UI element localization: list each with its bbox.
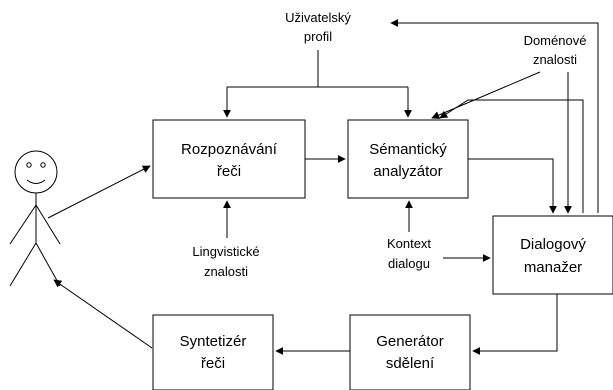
semantic-analyzer-box [347, 119, 469, 199]
arrow-manager-to-generator [472, 294, 558, 355]
arrow-analyzer-to-manager [468, 158, 557, 214]
user-profile-label-2: profil [304, 29, 332, 44]
domain-knowledge-label-2: znalosti [533, 52, 577, 67]
semantic-analyzer-label-2: analyzátor [373, 163, 442, 180]
user-profile-label: Uživatelský [285, 10, 351, 25]
message-generator-label: Generátor [376, 333, 444, 350]
arrow-domain-to-analyzer [431, 71, 541, 119]
dialogue-manager-label: Dialogový [520, 236, 586, 253]
speech-synthesizer-label: Syntetizér [180, 333, 247, 350]
semantic-analyzer-label: Sémantický [369, 141, 447, 158]
speech-recognition-label: Rozpoznávání [181, 141, 278, 158]
user-right-arm [35, 204, 61, 245]
arrow-manager-to-profile [390, 19, 599, 213]
arrow-manager-to-analyzer-context [439, 99, 584, 213]
dialogue-context-label-2: dialogu [388, 256, 430, 271]
speech-recognition-label-2: řeči [217, 163, 241, 180]
linguistic-knowledge-label: Lingvistické [192, 244, 259, 259]
dialogue-manager-box [492, 215, 613, 295]
dialogue-manager-label-2: manažer [524, 259, 582, 276]
user-stick-figure-icon [9, 150, 61, 287]
user-smile [26, 179, 46, 184]
user-head [14, 150, 58, 194]
message-generator-label-2: sdělení [386, 355, 435, 372]
arrow-synthesizer-to-user [53, 279, 153, 349]
user-left-arm [9, 204, 37, 245]
user-right-eye [40, 162, 46, 168]
linguistic-knowledge-label-2: znalosti [204, 264, 248, 279]
connector-user-profile [223, 50, 412, 118]
domain-knowledge-label: Doménové [524, 33, 587, 48]
speech-recognition-box [152, 119, 306, 199]
user-right-leg [35, 242, 61, 287]
user-left-eye [26, 162, 32, 168]
speech-synthesizer-box [152, 314, 274, 390]
arrow-user-to-recognition [47, 165, 151, 219]
message-generator-box [349, 314, 471, 390]
dialogue-context-label: Kontext [387, 236, 431, 251]
user-left-leg [9, 242, 37, 287]
speech-synthesizer-label-2: řeči [201, 355, 225, 372]
